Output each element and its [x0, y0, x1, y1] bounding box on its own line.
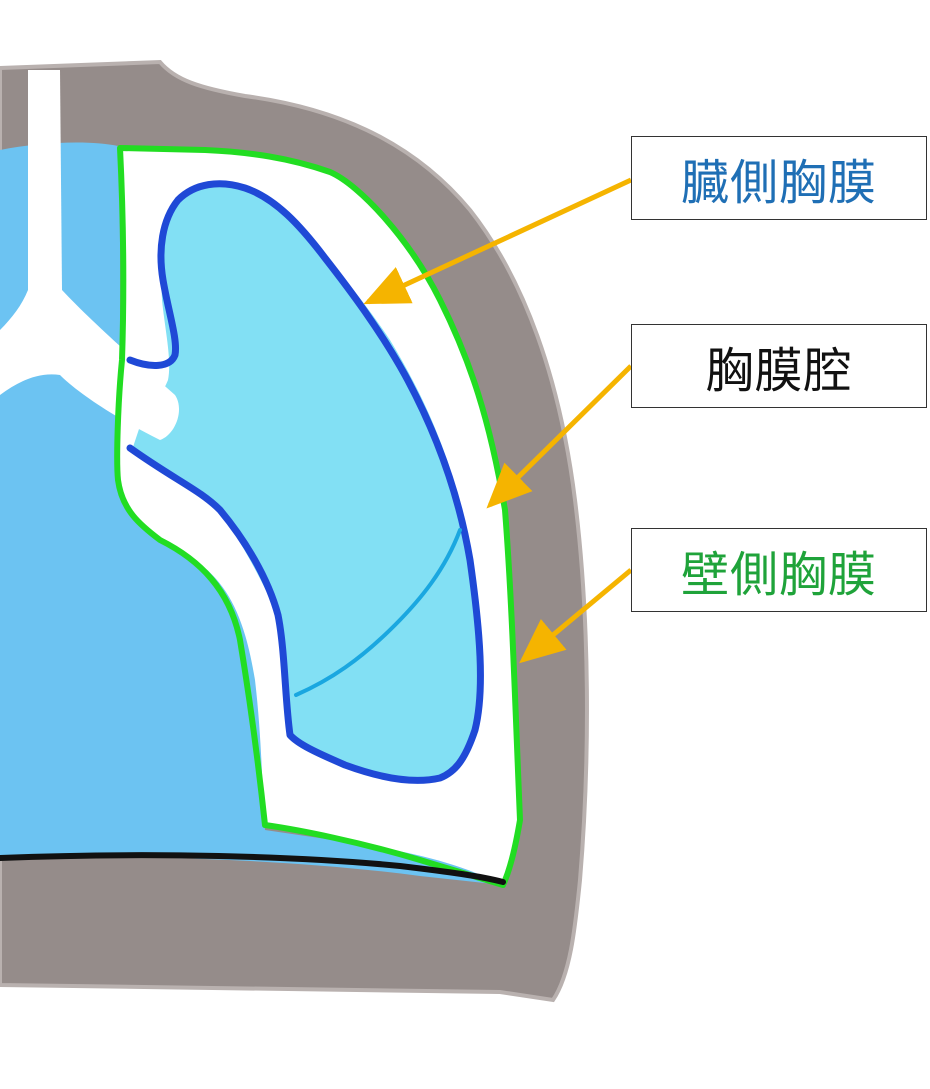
- airway-icon: [0, 70, 180, 440]
- visceral-pleura-line-upper: [126, 180, 484, 784]
- label-parietal-pleura-text: 壁側胸膜: [680, 547, 877, 603]
- arrow-to-parietal-pleura: [519, 568, 633, 664]
- trachea-shape: [28, 70, 62, 290]
- bronchi-shape: [0, 290, 180, 440]
- label-parietal-pleura: 壁側胸膜: [631, 528, 927, 612]
- lung-right-region: [132, 184, 481, 781]
- label-pleural-cavity: 胸膜腔: [631, 324, 927, 408]
- lung-left-region: [0, 142, 503, 885]
- arrow-to-pleural-cavity: [486, 364, 633, 509]
- arrow-to-visceral-pleura: [363, 177, 633, 305]
- label-visceral-pleura: 臓側胸膜: [631, 136, 927, 220]
- parietal-pleura-line: [114, 145, 523, 888]
- diaphragm-line: [0, 852, 506, 885]
- lung-fissure-line: [294, 528, 462, 697]
- label-visceral-pleura-text: 臓側胸膜: [680, 155, 877, 211]
- label-pleural-cavity-text: 胸膜腔: [705, 343, 853, 399]
